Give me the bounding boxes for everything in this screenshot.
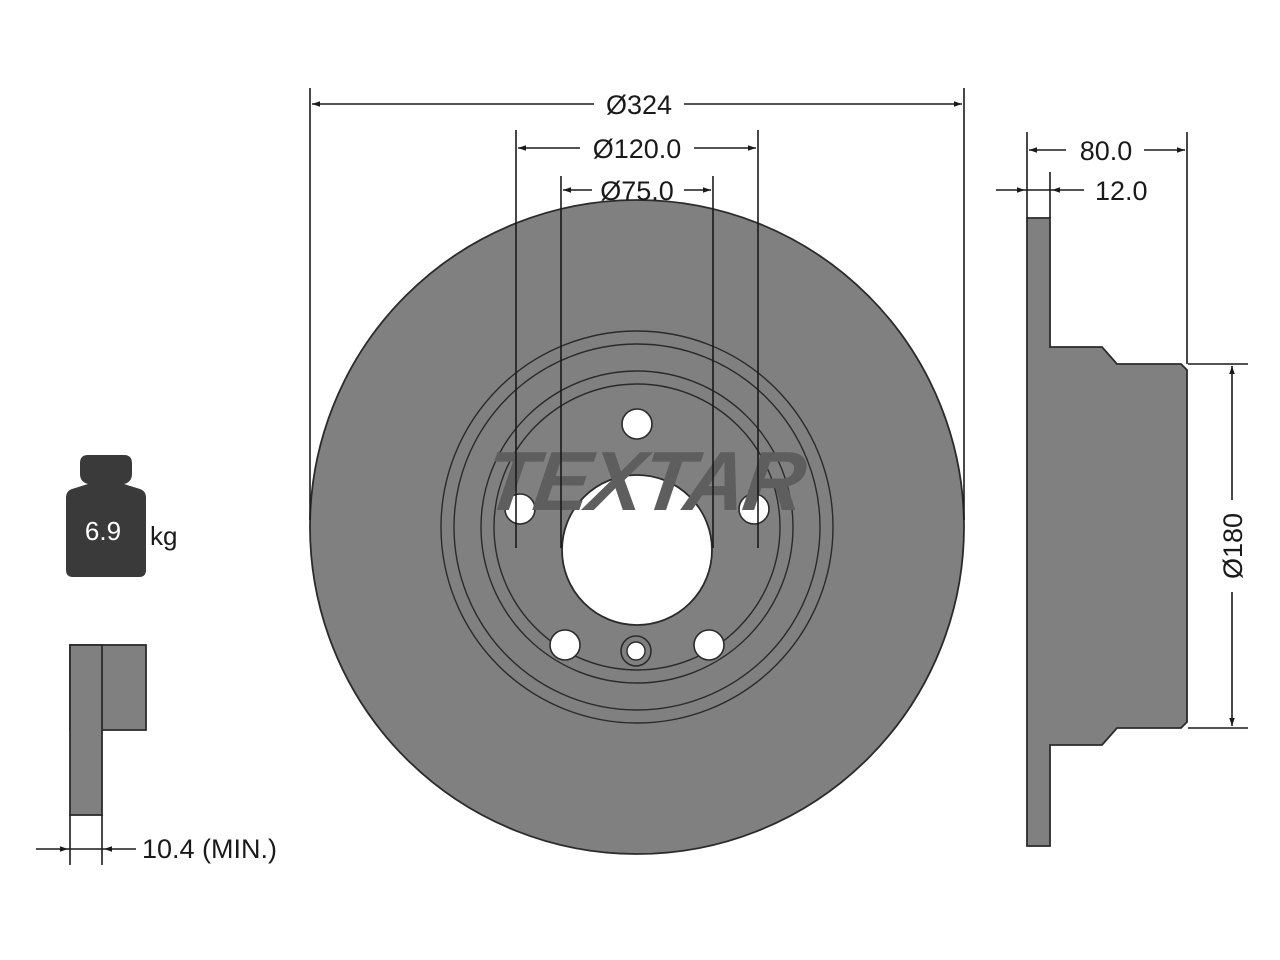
dimension-label-thickness: 12.0 [1095,176,1148,206]
dimension-label-outer-diameter: Ø324 [606,90,672,120]
locating-hole-ring [620,635,652,667]
weight-icon: 6.9 [66,455,146,577]
brake-disc-side-profile [1026,217,1188,847]
dimension-bolt-circle: Ø120.0 [515,130,759,548]
dimension-center-bore: Ø75.0 [560,176,714,548]
dimension-label-min-thickness: 10.4 (MIN.) [142,834,277,864]
bolt-hole [549,629,581,661]
dimension-height: 80.0 [1026,132,1188,364]
bolt-hole [693,629,725,661]
brake-disc-front-view: TEXTAR [309,199,965,855]
disc-hat-ring-4 [493,383,781,671]
disc-hat-ring-outer [440,330,834,724]
bolt-hole [504,493,536,525]
dimension-outer-diameter: Ø324 [309,88,965,520]
dimension-label-bolt-circle: Ø120.0 [593,134,682,164]
center-bore [561,474,713,626]
bolt-hole [621,408,653,440]
bolt-hole [738,493,770,525]
disc-hat-ring-2 [453,343,821,711]
thickness-profile-friction [69,644,103,816]
weight-unit: kg [150,521,177,551]
disc-thickness-profile [69,644,147,816]
dimension-label-hat-diameter: Ø180 [1218,513,1248,579]
locating-hole [626,641,646,661]
disc-hat-ring-3 [480,370,794,684]
dimension-thickness: 12.0 [996,172,1148,218]
brand-logo: TEXTAR [479,434,812,528]
weight-icon-shape [66,455,146,577]
dimension-label-center-bore: Ø75.0 [600,176,674,206]
weight-value: 6.9 [85,516,121,546]
dimension-label-height: 80.0 [1080,136,1133,166]
side-profile-shape [1026,217,1188,847]
dimension-min-thickness: 10.4 (MIN.) [36,815,277,865]
dimension-hat-diameter: Ø180 [1188,363,1248,729]
